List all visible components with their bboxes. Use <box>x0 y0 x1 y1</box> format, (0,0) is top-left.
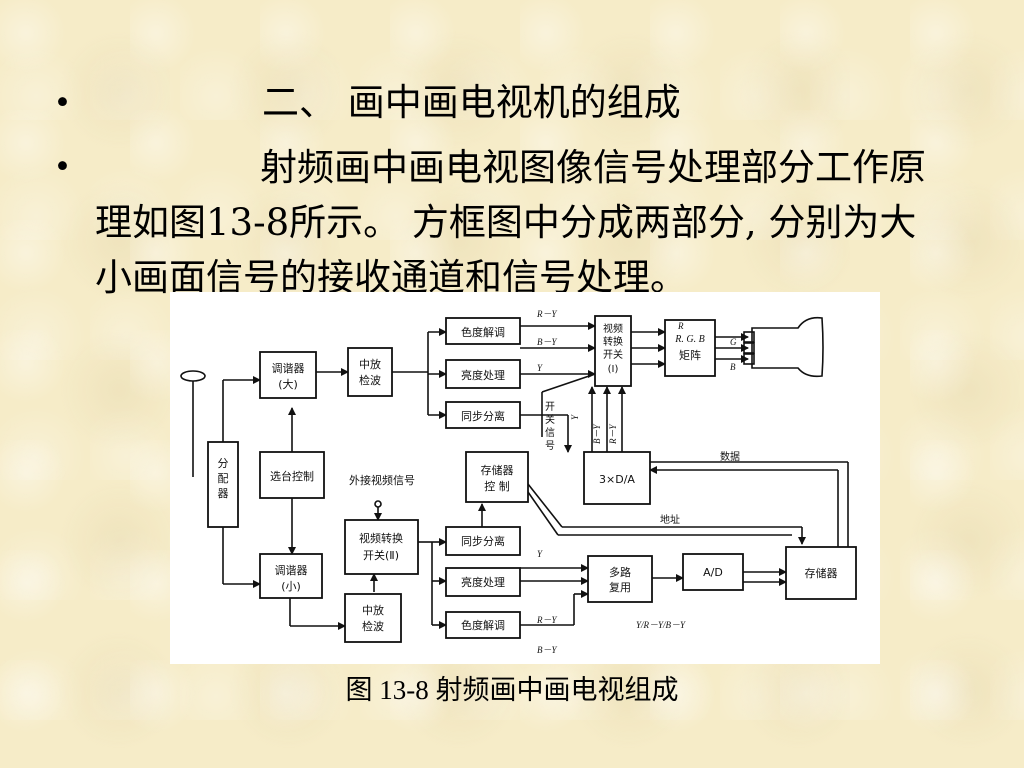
distributor-label-1: 分 <box>218 457 229 470</box>
sync-small-label: 同步分离 <box>461 534 505 548</box>
vert-ry: R－Y <box>608 424 618 445</box>
if-small-sub: 检波 <box>362 619 384 633</box>
block-diagram: 分 配 器 调谐器 (大) 中放 检波 色度解调 亮度处理 同步分离 选台控制 … <box>180 309 857 655</box>
switch-signal-1: 开 <box>545 402 555 413</box>
slide-paragraph: 射频画中画电视图像信号处理部分工作原理如图13-8所示。 方框图中分成两部分, … <box>95 146 926 299</box>
bullet-icon: • <box>56 146 69 187</box>
video-switch-small-label: 视频转换 <box>359 531 403 545</box>
mux-sub: 复用 <box>609 580 631 594</box>
rgb-matrix-sub: 矩阵 <box>679 348 701 362</box>
if-small-label: 中放 <box>362 603 384 617</box>
channel-ctrl-block <box>259 451 325 499</box>
sync-big-block <box>445 401 521 429</box>
sync-small-block <box>445 526 521 556</box>
data-label: 数据 <box>720 450 740 463</box>
luma-big-block <box>445 359 521 389</box>
if-big-block <box>347 347 393 397</box>
bullet-icon: • <box>56 82 69 123</box>
memory-label: 存储器 <box>805 566 838 580</box>
video-switch-small-sub: 开关(Ⅱ) <box>363 548 399 562</box>
chroma-small-block <box>445 611 521 639</box>
sync-big-label: 同步分离 <box>461 409 505 423</box>
dac-block <box>583 451 651 505</box>
channel-ctrl-label: 选台控制 <box>270 469 314 483</box>
chroma-big-block <box>445 317 521 345</box>
switch-signal-2: 关 <box>545 413 555 426</box>
label-b-y-big: B－Y <box>537 337 557 347</box>
tuner-big-sub: (大) <box>278 377 298 391</box>
switch-signal-3: 信 <box>545 427 555 439</box>
mux-label: 多路 <box>609 565 631 579</box>
video-switch-main-label-3: 开关 <box>603 348 623 361</box>
video-switch-main-label-2: 转换 <box>603 335 623 348</box>
if-big-label: 中放 <box>359 357 381 371</box>
tuner-small-sub: (小) <box>281 580 301 593</box>
chroma-big-label: 色度解调 <box>461 325 505 339</box>
video-switch-main-label-4: (Ⅰ) <box>608 364 619 375</box>
luma-small-block <box>445 567 521 597</box>
tuner-big-block <box>259 351 317 399</box>
mem-ctrl-label: 存储器 <box>481 463 514 477</box>
rgb-matrix-label: R. G. B <box>674 334 704 345</box>
figure-caption: 图 13-8 射频画中画电视组成 <box>345 675 679 705</box>
mux-block <box>587 555 653 603</box>
if-small-block <box>344 593 402 643</box>
label-r: R <box>677 321 684 331</box>
rgb-matrix-block <box>664 319 716 377</box>
mem-ctrl-sub: 控 制 <box>484 479 510 493</box>
vert-y: Y <box>570 414 580 420</box>
if-big-sub: 检波 <box>359 373 381 387</box>
tuner-small-label: 调谐器 <box>275 563 308 577</box>
label-b: B <box>730 362 736 372</box>
ext-video-label: 外接视频信号 <box>349 473 415 487</box>
chroma-small-label: 色度解调 <box>461 618 505 632</box>
switch-signal-4: 号 <box>545 440 555 452</box>
luma-small-label: 亮度处理 <box>461 575 505 589</box>
video-switch-small-block <box>344 519 419 575</box>
adc-label: A/D <box>703 566 723 579</box>
mem-ctrl-block <box>465 451 529 503</box>
label-r-y-small: R－Y <box>536 615 557 625</box>
label-yrb: Y/R－Y/B－Y <box>636 620 686 630</box>
video-switch-main-label-1: 视频 <box>603 322 623 335</box>
distributor-label-2: 配 <box>218 472 229 485</box>
video-switch-main-block <box>594 315 632 387</box>
adc-block <box>682 553 744 591</box>
slide-heading: 二、 画中画电视机的组成 <box>262 81 681 124</box>
luma-big-label: 亮度处理 <box>461 368 505 382</box>
block-diagram-figure: 分 配 器 调谐器 (大) 中放 检波 色度解调 亮度处理 同步分离 选台控制 … <box>170 292 880 664</box>
distributor-label-3: 器 <box>218 487 229 500</box>
address-label: 地址 <box>660 513 680 526</box>
distributor-block <box>207 441 239 528</box>
label-y-big: Y <box>537 363 543 373</box>
label-g: G <box>730 337 737 347</box>
memory-block <box>785 546 857 600</box>
label-r-y-big: R－Y <box>536 309 557 319</box>
label-y-small: Y <box>537 549 543 559</box>
dac-label: 3×D/A <box>599 473 635 486</box>
tuner-big-label: 调谐器 <box>272 361 305 375</box>
tuner-small-block <box>259 553 323 599</box>
vert-by: B－Y <box>592 424 602 444</box>
label-b-y-small: B－Y <box>537 645 557 655</box>
